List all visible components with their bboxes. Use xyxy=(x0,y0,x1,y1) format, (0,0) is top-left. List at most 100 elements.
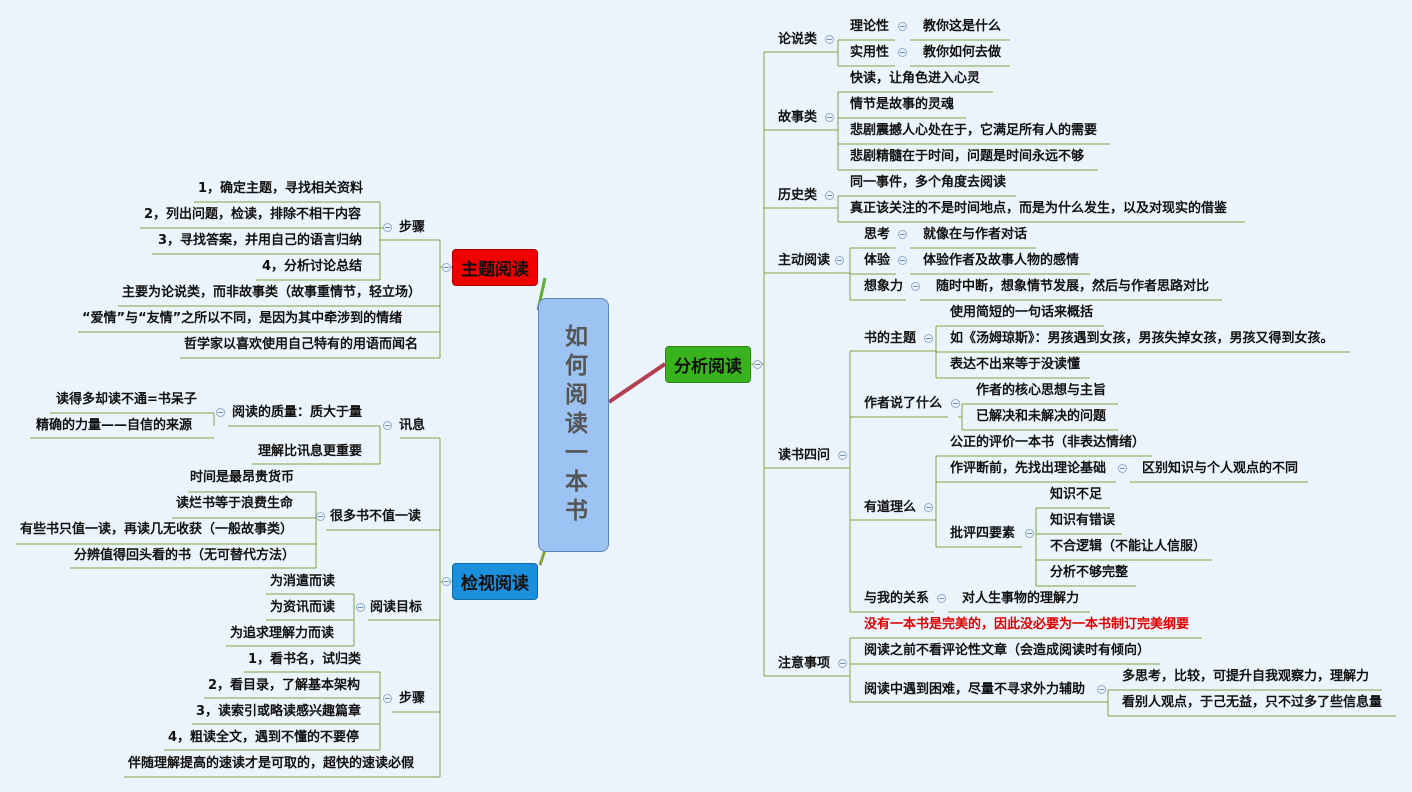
node-shiyong[interactable]: 实用性 xyxy=(850,45,890,60)
node-shuzhuti-3[interactable]: 表达不出来等于没读懂 xyxy=(950,357,1081,372)
collapse-icon[interactable] xyxy=(383,223,392,232)
collapse-icon[interactable] xyxy=(898,48,907,57)
node-henduo-3[interactable]: 有些书只值一读，再读几无收获（一般故事类） xyxy=(20,522,294,537)
node-lilun[interactable]: 理论性 xyxy=(850,19,890,34)
node-lunshuo[interactable]: 论说类 xyxy=(778,32,818,47)
node-gushi-3[interactable]: 悲剧震撼人心处在于，它满足所有人的需要 xyxy=(850,123,1098,138)
node-mubiao-1[interactable]: 为消遣而读 xyxy=(270,574,336,589)
collapse-icon[interactable] xyxy=(951,399,960,408)
node-zhuti-step-1[interactable]: 1，确定主题，寻找相关资料 xyxy=(198,181,364,196)
node-xiangxiang[interactable]: 想象力 xyxy=(864,279,904,294)
node-guanxi[interactable]: 与我的关系 xyxy=(864,591,930,606)
node-henduo-2[interactable]: 读烂书等于浪费生命 xyxy=(176,496,294,511)
node-sishi[interactable]: 读书四问 xyxy=(778,448,831,463)
node-zhuyi[interactable]: 注意事项 xyxy=(778,656,831,671)
node-gushi-1[interactable]: 快读，让角色进入心灵 xyxy=(850,71,981,86)
node-mubiao[interactable]: 阅读目标 xyxy=(370,600,423,615)
node-mubiao-2[interactable]: 为资讯而读 xyxy=(270,600,336,615)
node-zhuti-note-3[interactable]: 哲学家以喜欢使用自己特有的用语而闻名 xyxy=(184,337,419,352)
collapse-icon[interactable] xyxy=(753,360,762,369)
node-xunxi[interactable]: 讯息 xyxy=(399,418,426,433)
node-zhiliang-2[interactable]: 精确的力量——自信的来源 xyxy=(36,418,193,433)
node-pipan-4[interactable]: 分析不够完整 xyxy=(1050,565,1129,580)
node-henduo[interactable]: 很多书不值一读 xyxy=(330,509,422,524)
node-pipan-1[interactable]: 知识不足 xyxy=(1050,487,1103,502)
node-sikao[interactable]: 思考 xyxy=(864,227,891,242)
collapse-icon[interactable] xyxy=(835,256,844,265)
node-shuzhuti[interactable]: 书的主题 xyxy=(864,331,917,346)
node-tiyan[interactable]: 体验 xyxy=(864,253,891,268)
node-zhiliang-1[interactable]: 读得多却读不通=书呆子 xyxy=(56,392,197,407)
node-lishi[interactable]: 历史类 xyxy=(778,188,818,203)
node-zhuti-note-2[interactable]: “爱情”与“友情”之所以不同，是因为其中牵涉到的情绪 xyxy=(82,311,403,326)
node-henduo-1[interactable]: 时间是最昂贵货币 xyxy=(190,470,295,485)
node-daoli-1[interactable]: 公正的评价一本书（非表达情绪） xyxy=(950,435,1146,450)
collapse-icon[interactable] xyxy=(356,603,365,612)
collapse-icon[interactable] xyxy=(838,451,847,460)
collapse-icon[interactable] xyxy=(442,263,451,272)
node-zhuti-step-4[interactable]: 4，分析讨论总结 xyxy=(262,259,363,274)
collapse-icon[interactable] xyxy=(383,694,392,703)
node-daoli-2-desc[interactable]: 区别知识与个人观点的不同 xyxy=(1142,461,1299,476)
node-pipan[interactable]: 批评四要素 xyxy=(950,526,1016,541)
branch-zhuti-yuedu[interactable]: 主题阅读 xyxy=(452,249,538,286)
node-pipan-2[interactable]: 知识有错误 xyxy=(1050,513,1116,528)
collapse-icon[interactable] xyxy=(825,113,834,122)
node-lilun-desc[interactable]: 教你这是什么 xyxy=(923,19,1002,34)
node-jianshi-buzhou[interactable]: 步骤 xyxy=(399,691,426,706)
node-jianshi-step-4[interactable]: 4，粗读全文，遇到不懂的不要停 xyxy=(168,730,360,745)
collapse-icon[interactable] xyxy=(1025,529,1034,538)
collapse-icon[interactable] xyxy=(937,594,946,603)
node-zhuti-step-3[interactable]: 3，寻找答案，并用自己的语言归纳 xyxy=(158,233,363,248)
collapse-icon[interactable] xyxy=(911,282,920,291)
collapse-icon[interactable] xyxy=(383,421,392,430)
node-pipan-3[interactable]: 不合逻辑（不能让人信服） xyxy=(1050,539,1207,554)
collapse-icon[interactable] xyxy=(216,408,225,417)
collapse-icon[interactable] xyxy=(316,512,325,521)
node-mubiao-3[interactable]: 为追求理解力而读 xyxy=(230,626,335,641)
collapse-icon[interactable] xyxy=(898,256,907,265)
node-lishi-2[interactable]: 真正该关注的不是时间地点，而是为什么发生，以及对现实的借鉴 xyxy=(850,201,1228,216)
node-zhuyi-2[interactable]: 阅读之前不看评论性文章（会造成阅读时有倾向） xyxy=(864,643,1151,658)
node-zhuti-buzhou[interactable]: 步骤 xyxy=(399,220,426,235)
node-henduo-4[interactable]: 分辨值得回头看的书（无可替代方法） xyxy=(74,548,296,563)
node-shuzhuti-1[interactable]: 使用简短的一句话来概括 xyxy=(950,305,1094,320)
node-shuzhuti-2[interactable]: 如《汤姆琼斯》：男孩遇到女孩，男孩失掉女孩，男孩又得到女孩。 xyxy=(950,331,1334,346)
collapse-icon[interactable] xyxy=(442,577,451,586)
node-zhuyi-3[interactable]: 阅读中遇到困难，尽量不寻求外力辅助 xyxy=(864,682,1086,697)
node-jianshi-step-3[interactable]: 3，读索引或略读感兴趣篇章 xyxy=(196,704,362,719)
collapse-icon[interactable] xyxy=(898,22,907,31)
node-jianshi-note[interactable]: 伴随理解提高的速读才是可取的，超快的速读必假 xyxy=(128,756,415,771)
collapse-icon[interactable] xyxy=(825,35,834,44)
node-zhuyi-3b[interactable]: 看别人观点，于己无益，只不过多了些信息量 xyxy=(1122,695,1383,710)
node-gushi-4[interactable]: 悲剧精髓在于时间，问题是时间永远不够 xyxy=(850,149,1085,164)
node-zuozhe-1[interactable]: 作者的核心思想与主旨 xyxy=(976,383,1107,398)
node-zhuyi-3a[interactable]: 多思考，比较，可提升自我观察力，理解力 xyxy=(1122,669,1370,684)
node-shiyong-desc[interactable]: 教你如何去做 xyxy=(923,45,1002,60)
collapse-icon[interactable] xyxy=(898,230,907,239)
collapse-icon[interactable] xyxy=(924,503,933,512)
branch-jianshi-yuedu[interactable]: 检视阅读 xyxy=(452,563,538,600)
node-xiangxiang-desc[interactable]: 随时中断，想象情节发展，然后与作者思路对比 xyxy=(936,279,1210,294)
central-topic[interactable]: 如何阅读一本书 xyxy=(538,298,609,552)
branch-fenxi-yuedu[interactable]: 分析阅读 xyxy=(665,346,751,383)
collapse-icon[interactable] xyxy=(838,659,847,668)
node-zuozhe-2[interactable]: 已解决和未解决的问题 xyxy=(976,409,1107,424)
node-zuozhe[interactable]: 作者说了什么 xyxy=(864,396,943,411)
collapse-icon[interactable] xyxy=(1118,464,1127,473)
node-gushi[interactable]: 故事类 xyxy=(778,110,818,125)
node-sikao-desc[interactable]: 就像在与作者对话 xyxy=(923,227,1028,242)
node-xunxi-2[interactable]: 理解比讯息更重要 xyxy=(258,444,363,459)
node-daoli[interactable]: 有道理么 xyxy=(864,500,917,515)
node-tiyan-desc[interactable]: 体验作者及故事人物的感情 xyxy=(923,253,1080,268)
node-zhiliang[interactable]: 阅读的质量：质大于量 xyxy=(232,405,363,420)
node-jianshi-step-2[interactable]: 2，看目录，了解基本架构 xyxy=(208,678,361,693)
collapse-icon[interactable] xyxy=(924,334,933,343)
node-jianshi-step-1[interactable]: 1，看书名，试归类 xyxy=(248,652,362,667)
node-guanxi-desc[interactable]: 对人生事物的理解力 xyxy=(962,591,1080,606)
node-daoli-2[interactable]: 作评断前，先找出理论基础 xyxy=(950,461,1107,476)
collapse-icon[interactable] xyxy=(825,191,834,200)
node-zhuti-note-1[interactable]: 主要为论说类，而非故事类（故事重情节，轻立场） xyxy=(122,285,422,300)
collapse-icon[interactable] xyxy=(1097,685,1106,694)
node-zhuyi-1[interactable]: 没有一本书是完美的，因此没必要为一本书制订完美纲要 xyxy=(864,617,1190,632)
